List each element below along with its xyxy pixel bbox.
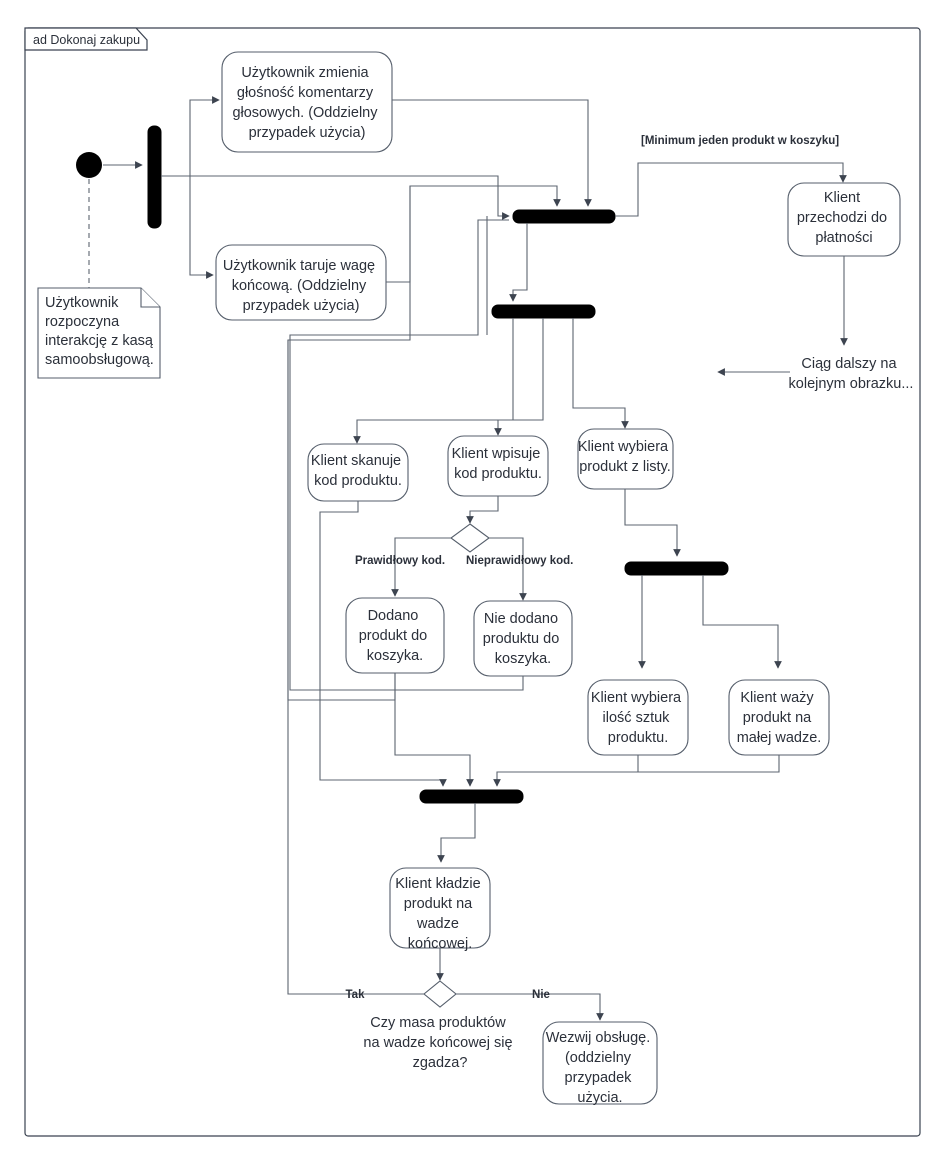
initial-node <box>76 152 102 178</box>
edge-mass-check-yes <box>287 340 424 995</box>
edge-mass-check-no <box>456 993 604 1021</box>
diagram-frame-label: ad Dokonaj zakupu <box>33 33 140 47</box>
edge-fork-2-to-type <box>494 318 544 436</box>
edge-fork-2-to-list <box>572 318 629 429</box>
edge-weigh-to-join-4 <box>638 755 780 773</box>
guard-min-one-product: [Minimum jeden produkt w koszyku] <box>641 135 839 147</box>
decision-label-no: Nie <box>532 989 550 1001</box>
edge-decision-valid-code <box>391 537 451 597</box>
fork-bar-3 <box>624 561 729 576</box>
activity-tare-scale-label: Użytkownik taruje wagę końcową. (Oddziel… <box>223 258 379 314</box>
join-bar-4 <box>419 789 524 804</box>
activity-pick-from-list-label: Klient wybiera produkt z listy. <box>578 439 672 475</box>
activity-change-volume-label: Użytkownik zmienia głośność komentarzy g… <box>232 65 381 141</box>
decision-label-invalid-code: Nieprawidłowy kod. <box>466 555 573 567</box>
decision-code-validity[interactable] <box>450 523 490 553</box>
edge-change-volume-to-merge-1 <box>392 99 592 207</box>
diagram-frame-tab <box>24 27 148 51</box>
fork-bar-1 <box>512 209 616 224</box>
edge-quantity-to-join-4 <box>493 755 639 787</box>
activity-go-to-payment-label: Klient przechodzi do płatności <box>797 190 891 246</box>
activity-added-to-cart-label: Dodano produkt do koszyka. <box>359 608 432 664</box>
decision-mass-check[interactable] <box>423 980 457 1008</box>
edge-scan-to-join-4 <box>319 501 447 787</box>
activity-weigh-small-scale-label: Klient waży produkt na małej wadze. <box>737 690 822 746</box>
activity-call-staff[interactable] <box>542 1021 658 1105</box>
edge-merge-1-to-payment <box>615 162 847 217</box>
decision-label-yes: Tak <box>346 989 366 1001</box>
activity-scan-code-label: Klient skanuje kod produktu. <box>311 453 405 489</box>
activity-not-added-to-cart-label: Nie dodano produktu do koszyka. <box>483 611 564 667</box>
edge-added-to-cart-to-join-4 <box>394 673 474 787</box>
activity-change-volume[interactable] <box>221 51 393 153</box>
edge-join-4-to-place <box>437 803 476 863</box>
continuation-text: Ciąg dalszy na kolejnym obrazku... <box>789 356 914 392</box>
edge-fork-to-merge-1 <box>161 175 510 220</box>
edge-fork-2-to-scan <box>353 318 514 444</box>
fork-bar-2 <box>491 304 596 319</box>
decision-mass-check-question: Czy masa produktów na wadze końcowej się… <box>363 1015 516 1071</box>
edge-type-to-decision <box>466 496 499 524</box>
note-shape <box>37 287 161 379</box>
edge-fork-3-to-weigh <box>702 575 782 669</box>
activity-call-staff-label: Wezwij obsługę. (oddzielny przypadek uży… <box>546 1030 655 1106</box>
activity-choose-quantity-label: Klient wybiera ilość sztuk produktu. <box>591 690 685 746</box>
fork-bar-initial <box>147 125 162 229</box>
edge-not-added-loop-1 <box>289 219 524 691</box>
edge-decision-invalid-code <box>489 537 527 601</box>
activity-place-on-final-scale-label: Klient kładzie produkt na wadze końcowej… <box>395 876 484 952</box>
edge-list-to-fork-3 <box>624 489 681 557</box>
decision-label-valid-code: Prawidłowy kod. <box>355 555 445 567</box>
activity-type-code-label: Klient wpisuje kod produktu. <box>452 446 545 482</box>
note-fold-corner <box>140 288 160 308</box>
edge-merge-1-to-fork-2 <box>509 223 528 302</box>
note-text: Użytkownik rozpoczyna interakcję z kasą … <box>45 295 157 368</box>
